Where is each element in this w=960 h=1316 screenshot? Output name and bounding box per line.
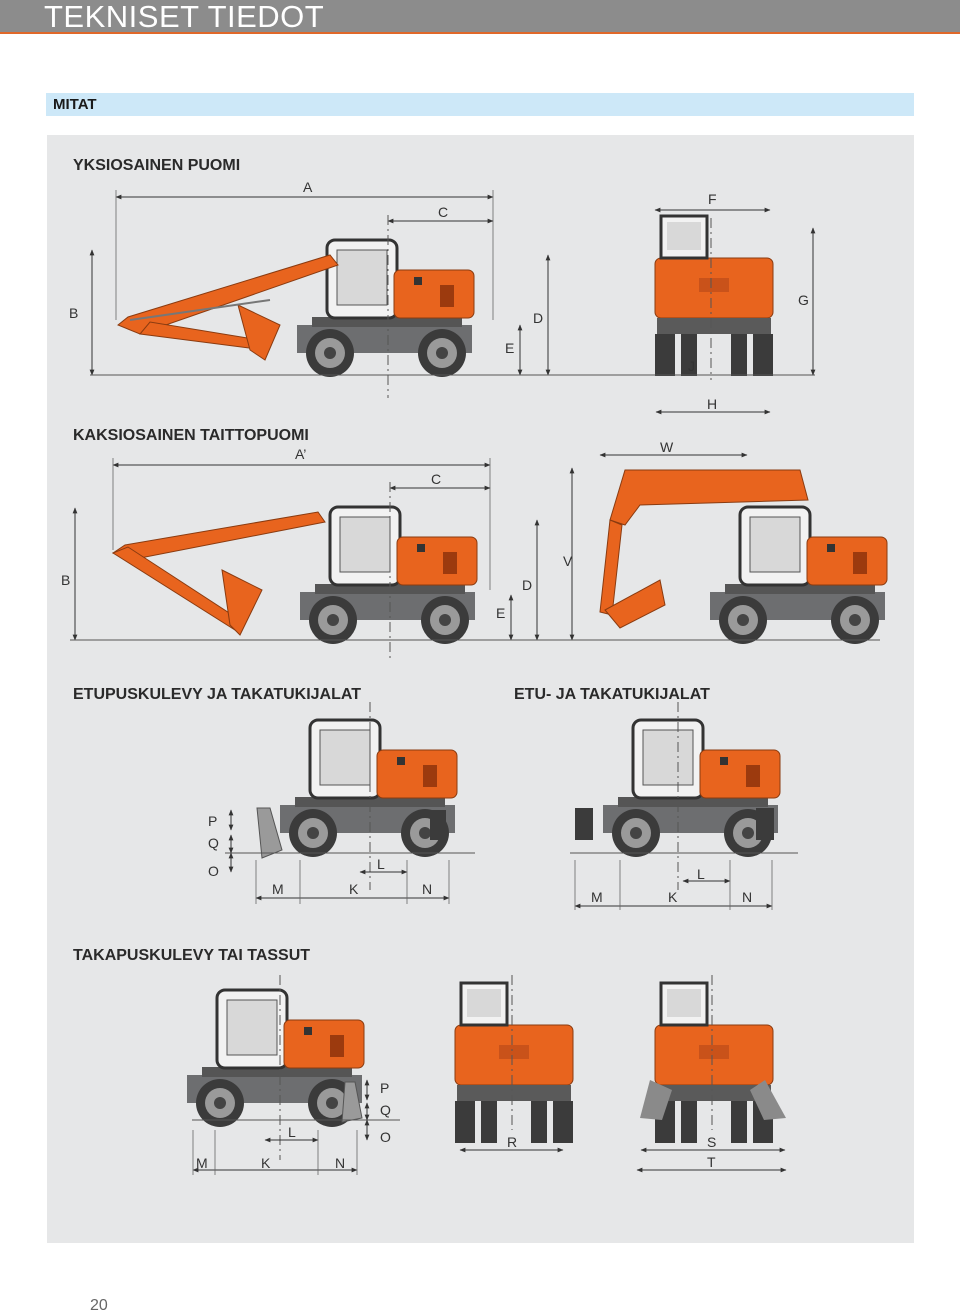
single-boom-front-view [653,214,775,378]
single-boom-side-view [117,240,474,377]
dim-label-N-2: N [742,889,752,905]
dim-label-K-2: K [668,889,678,905]
dim-label-L-1: L [377,856,385,872]
two-piece-boom-side-view [111,507,477,644]
dim-label-S: S [707,1134,716,1150]
front-blade-rear-outriggers-view [256,720,457,859]
dim-label-A-prime: A’ [295,446,306,462]
dim-label-K-1: K [349,881,359,897]
dim-label-Q-1: Q [208,835,219,851]
dim-label-C: C [438,204,448,220]
dim-label-M-3: M [196,1155,208,1171]
dim-label-D-1: D [533,310,543,326]
front-rear-outriggers-view [575,720,780,857]
dim-label-N-3: N [335,1155,345,1171]
dim-label-J: J [688,358,695,374]
section-label: MITAT [53,96,97,113]
outriggers-rear-view [640,981,786,1145]
section-bar: MITAT [46,93,914,116]
subtitle-front-rear-outriggers: ETU- JA TAKATUKIJALAT [514,686,710,703]
dim-label-P-1: P [208,813,217,829]
page-number: 20 [90,1297,108,1314]
dim-label-F: F [708,191,717,207]
subtitle-two-piece-boom: KAKSIOSAINEN TAITTOPUOMI [73,427,309,444]
dim-label-B-2: B [61,572,70,588]
two-piece-boom-transport-view [599,469,887,644]
dim-label-T: T [707,1154,716,1170]
dim-label-E-2: E [496,605,505,621]
dim-label-C-2: C [431,471,441,487]
dim-label-L-3: L [288,1124,296,1140]
dim-label-O-1: O [208,863,219,879]
dim-label-G: G [798,292,809,308]
rear-blade-side-view [187,990,364,1127]
dim-label-W: W [660,439,674,455]
dim-label-K-3: K [261,1155,271,1171]
dim-label-D-2: D [522,577,532,593]
subtitle-rear-blade-or-outriggers: TAKAPUSKULEVY TAI TASSUT [73,947,311,964]
dim-label-L-2: L [697,866,705,882]
subtitle-front-blade-rear-outriggers: ETUPUSKULEVY JA TAKATUKIJALAT [73,686,362,703]
dim-label-B-1: B [69,305,78,321]
header-band: TEKNISET TIEDOT [0,0,960,34]
dim-label-E-1: E [505,340,514,356]
subtitle-single-boom: YKSIOSAINEN PUOMI [73,157,241,174]
page-title: TEKNISET TIEDOT [44,0,325,34]
dim-label-P-2: P [380,1080,389,1096]
dim-label-O-2: O [380,1129,391,1145]
dim-label-Q-2: Q [380,1102,391,1118]
rear-blade-rear-view [453,981,575,1145]
dim-label-H: H [707,396,717,412]
dim-label-M-2: M [591,889,603,905]
dim-label-N-1: N [422,881,432,897]
dim-label-A: A [303,179,313,195]
dim-label-M-1: M [272,881,284,897]
dim-label-R: R [507,1134,517,1150]
dim-label-V: V [563,553,573,569]
